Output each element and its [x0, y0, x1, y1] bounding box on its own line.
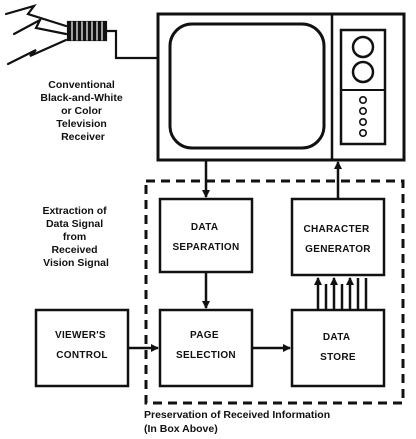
tv-knob-icon [351, 60, 375, 84]
page-selection-box: PAGE SELECTION [158, 308, 254, 388]
character-generator-box: CHARACTER GENERATOR [290, 197, 386, 277]
tv-button-icons [358, 96, 367, 138]
svg-text:PAGE SELECTION: PAGE SELECTION [176, 330, 236, 361]
svg-text:VIEWER'S CONTROL: VIEWER'S CONTROL [55, 330, 109, 361]
antenna-icon [4, 4, 160, 66]
data-bus-arrows [314, 277, 368, 310]
tv-screen [168, 22, 326, 150]
svg-text:CHARACTER GENERATOR: CHARACTER GENERATOR [303, 224, 372, 255]
tv-caption: Conventional Black-and-White or Color Te… [40, 79, 125, 143]
svg-text:DATA STORE: DATA STORE [320, 332, 356, 363]
tv-knob-icon [351, 35, 375, 59]
viewers-control-box: VIEWER'S CONTROL [34, 308, 130, 388]
data-separation-box: DATA SEPARATION [158, 197, 254, 274]
decoder-dashed-boundary [144, 179, 405, 405]
tv-control-panel [339, 28, 387, 146]
preservation-caption: Preservation of Received Information (In… [144, 409, 333, 435]
data-store-box: DATA STORE [290, 308, 386, 388]
svg-text:DATA SEPARATION: DATA SEPARATION [172, 222, 239, 253]
extraction-caption: Extraction of Data Signal from Received … [42, 205, 109, 269]
television-receiver [156, 12, 406, 162]
